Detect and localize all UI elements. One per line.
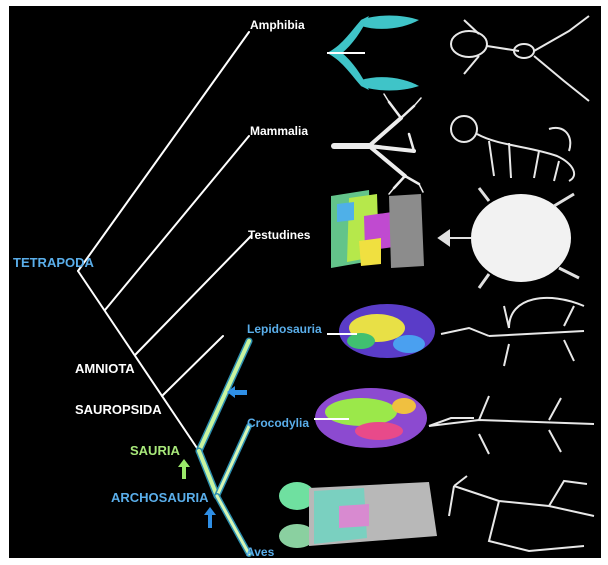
branch-mammalia (105, 136, 249, 310)
aves-skeleton-image (449, 476, 594, 551)
phylogeny-figure: Amphibia Mammalia Testudines Lepidosauri… (9, 6, 601, 558)
branch-lepidosauria (199, 341, 249, 451)
branch-crocodylia (217, 426, 249, 496)
tree-svg (9, 6, 601, 558)
amphibia-lung-image (327, 16, 419, 91)
clade-label-tetrapoda: TETRAPODA (13, 256, 94, 269)
crocodylia-skeleton-image (429, 396, 594, 454)
amphibia-skeleton-image (451, 16, 589, 101)
green-arrow-up-icon (178, 459, 190, 479)
taxon-label-lepidosauria: Lepidosauria (247, 323, 322, 335)
taxon-label-aves: Aves (246, 546, 274, 558)
testudines-skeleton-image (439, 188, 579, 288)
clade-label-amniota: AMNIOTA (75, 362, 135, 375)
taxon-label-testudines: Testudines (248, 229, 310, 241)
testudines-lung-image (331, 190, 424, 268)
blue-arrow-up-icon (204, 507, 216, 528)
branch-sauropsida (162, 336, 223, 396)
mammalia-skeleton-image (451, 116, 574, 181)
branch-aves (217, 496, 249, 554)
crocodylia-lung-image (314, 388, 427, 448)
lepidosauria-lung-image (327, 304, 435, 358)
taxon-label-mammalia: Mammalia (250, 125, 308, 137)
taxon-label-amphibia: Amphibia (250, 19, 305, 31)
taxon-label-crocodylia: Crocodylia (247, 417, 309, 429)
clade-label-sauropsida: SAUROPSIDA (75, 403, 162, 416)
clade-label-sauria: SAURIA (130, 444, 180, 457)
clade-label-archosauria: ARCHOSAURIA (111, 491, 209, 504)
aves-lung-image (279, 482, 437, 548)
branch-amphibia (78, 32, 249, 271)
lepidosauria-skeleton-image (441, 298, 584, 366)
mammalia-lung-image (334, 94, 423, 194)
